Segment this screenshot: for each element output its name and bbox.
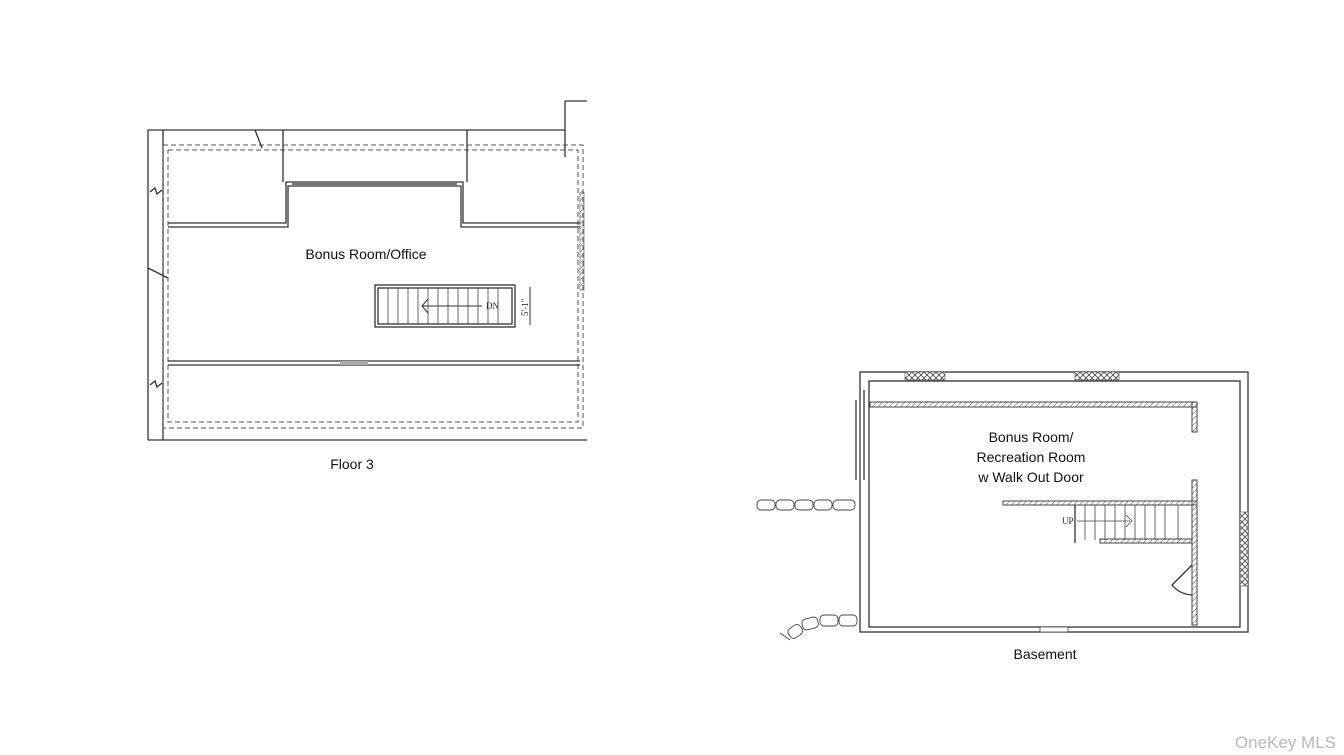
floor3-window <box>292 182 457 186</box>
basement-caption: Basement <box>1013 646 1077 662</box>
basement-stairs <box>1077 505 1179 540</box>
floor3-stairs: DN 5'-1" <box>374 284 531 328</box>
basement-room-label-line1: Bonus Room/ <box>988 429 1074 445</box>
floor3-stair-label: DN <box>486 301 499 311</box>
basement-room-label-line2: Recreation Room <box>976 449 1086 465</box>
stone-path-lower <box>779 614 858 641</box>
basement-room-label-line3: w Walk Out Door <box>978 469 1084 485</box>
floor3-caption: Floor 3 <box>330 456 374 472</box>
watermark: OneKey MLS <box>1234 733 1336 752</box>
floor3-stair-dimension: 5'-1" <box>520 298 530 316</box>
basement-plan: UP <box>756 371 1249 641</box>
floor3-plan: DN 5'-1" <box>147 100 587 441</box>
basement-stair-label: UP <box>1062 516 1074 526</box>
floor3-room-label: Bonus Room/Office <box>305 246 427 262</box>
stone-path-upper <box>756 499 856 511</box>
